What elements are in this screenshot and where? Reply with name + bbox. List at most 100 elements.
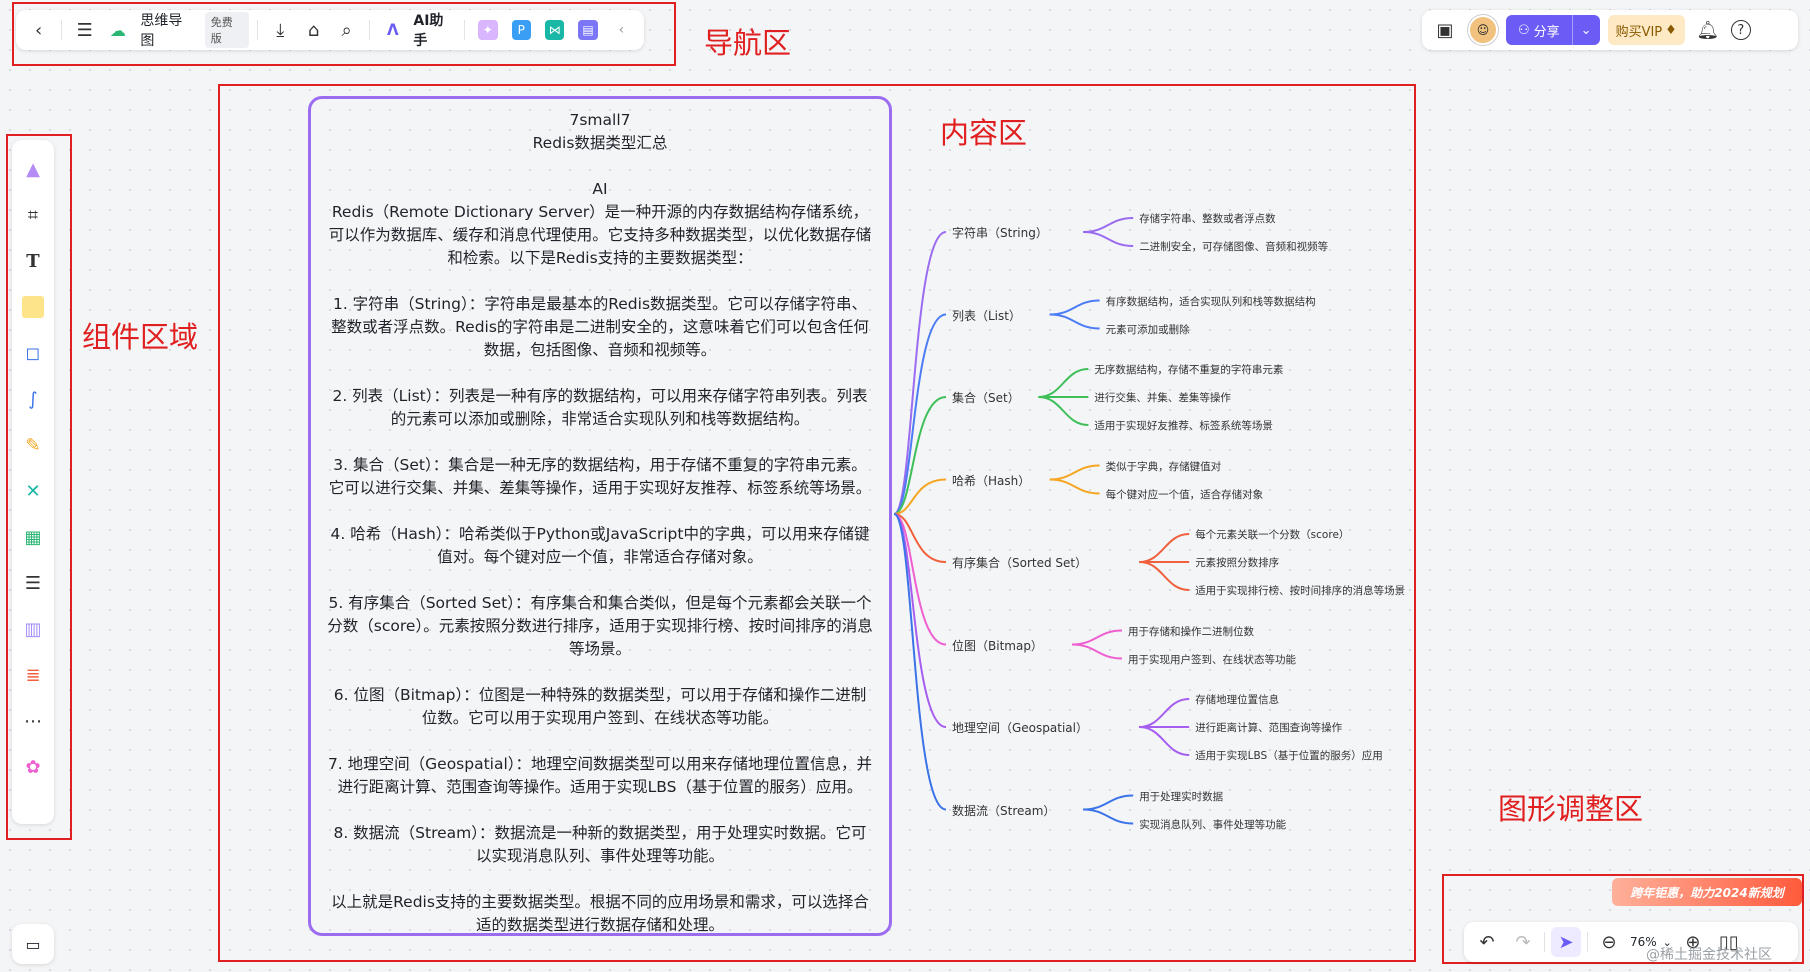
table-icon[interactable]: ▦	[24, 526, 42, 548]
book-icon[interactable]: ▯▯	[1718, 931, 1739, 953]
briefcase-icon[interactable]: ▣	[1436, 19, 1454, 41]
buy-vip-button[interactable]: 购买VIP♦	[1607, 15, 1685, 45]
list-icon[interactable]: ≣	[25, 664, 41, 686]
mindmap-leaf[interactable]: 适用于实现LBS（基于位置的服务）应用	[1195, 750, 1383, 762]
sticky-note-icon[interactable]	[16, 290, 50, 324]
bell-icon[interactable]: 🔔︎	[1696, 19, 1720, 41]
mindmap-branch[interactable]: 列表（List）	[952, 308, 1021, 323]
divider	[1544, 932, 1545, 952]
help-icon[interactable]: ?	[1730, 20, 1751, 40]
divider	[1587, 932, 1588, 952]
mindmap-leaf[interactable]: 元素按照分数排序	[1195, 557, 1280, 569]
select-pointer-icon[interactable]: ➤	[1551, 927, 1581, 957]
mindmap-leaf[interactable]: 适用于实现排行榜、按时间排序的消息等场景	[1195, 585, 1406, 597]
mindmap-icon[interactable]: ✕	[25, 480, 41, 502]
share-label: 分享	[1533, 24, 1560, 40]
card-paragraph: AI	[592, 180, 608, 198]
mindmap-leaf[interactable]: 存储地理位置信息	[1195, 694, 1280, 706]
right-toolbar: ▣ ☺ ⚇分享 ⌄ 购买VIP♦ 🔔︎ ?	[1422, 10, 1798, 50]
ai-assistant-icon[interactable]: ᐱ	[386, 21, 399, 39]
mindmap-branch[interactable]: 地理空间（Geospatial）	[952, 721, 1088, 735]
top-toolbar: ‹ ☰ ☁ 思维导图 免费版 ⤓ ⌂ ⌕ ᐱ AI助手 ✦ P ⋈ ▤ ‹	[16, 10, 644, 50]
mindmap-leaf[interactable]: 用于处理实时数据	[1139, 790, 1224, 803]
mindmap-branch[interactable]: 哈希（Hash）	[952, 473, 1031, 488]
card-paragraph: 以上就是Redis支持的主要数据类型。根据不同的应用场景和需求，可以选择合适的数…	[331, 893, 869, 934]
collapse-icon[interactable]: ‹	[618, 22, 625, 38]
document-title[interactable]: 思维导图	[140, 13, 183, 49]
ppt-icon[interactable]: P	[511, 20, 531, 40]
mindmap-leaf[interactable]: 适用于实现好友推荐、标签系统等场景	[1094, 420, 1273, 432]
pen-icon[interactable]: ✎	[25, 434, 41, 456]
kanban-icon[interactable]: ▥	[24, 618, 42, 640]
card-paragraph: 8. 数据流（Stream）：数据流是一种新的数据类型，用于处理实时数据。它可以…	[333, 824, 867, 865]
mindmap-leaf[interactable]: 二进制安全，可存储图像、音频和视频等	[1139, 241, 1329, 253]
card-paragraph: 7small7	[569, 111, 631, 129]
card-paragraph: 7. 地理空间（Geospatial）：地理空间数据类型可以用来存储地理位置信息…	[327, 755, 873, 796]
nav-area-box	[12, 2, 676, 66]
user-add-icon: ⚇	[1518, 22, 1530, 38]
avatar[interactable]: ☺	[1468, 15, 1498, 45]
zoom-toolbar: ↶ ↷ ➤ ⊖ 76% ⌄ ⊕ ▯▯	[1464, 922, 1798, 962]
undo-icon[interactable]: ↶	[1479, 931, 1495, 953]
mindmap-leaf[interactable]: 元素可添加或删除	[1105, 323, 1190, 336]
mindmap-branch[interactable]: 有序集合（Sorted Set）	[952, 556, 1088, 570]
mindmap-branch[interactable]: 数据流（Stream）	[952, 803, 1056, 818]
whiteboard-icon[interactable]: ▤	[578, 20, 598, 40]
chevron-down-icon[interactable]: ⌄	[1662, 935, 1672, 949]
mindmap-leaf[interactable]: 存储字符串、整数或者浮点数	[1139, 213, 1276, 225]
image-ai-icon[interactable]: ✦	[478, 20, 498, 40]
mindmap-leaf[interactable]: 进行交集、并集、差集等操作	[1094, 392, 1231, 404]
connector-icon[interactable]: ∫	[28, 388, 38, 410]
vip-label: 购买VIP	[1615, 24, 1663, 40]
mindmap-leaf[interactable]: 用于实现用户签到、在线状态等功能	[1128, 653, 1296, 666]
frame-icon[interactable]: ⌗	[27, 204, 39, 226]
apps-icon[interactable]: ✿	[25, 756, 41, 778]
more-icon[interactable]: ⋯	[24, 710, 42, 732]
share-button[interactable]: ⚇分享 ⌄	[1506, 15, 1600, 45]
zoom-in-icon[interactable]: ⊕	[1685, 931, 1701, 953]
branch-connector	[893, 396, 947, 515]
mindmap-leaf[interactable]: 每个元素关联一个分数（score）	[1195, 529, 1350, 541]
zoom-level[interactable]: 76%	[1630, 935, 1657, 949]
content-area-box	[218, 84, 1416, 962]
mindmap-leaf[interactable]: 实现消息队列、事件处理等功能	[1139, 818, 1287, 831]
search-icon[interactable]: ⌕	[341, 19, 352, 41]
mindmap-leaf[interactable]: 有序数据结构，适合实现队列和栈等数据结构	[1105, 295, 1316, 308]
mindmap-leaf[interactable]: 每个键对应一个值，适合存储对象	[1105, 488, 1264, 501]
chevron-down-icon[interactable]: ⌄	[1571, 15, 1600, 45]
ai-assistant-button[interactable]: AI助手	[413, 13, 444, 49]
zoom-out-icon[interactable]: ⊖	[1601, 931, 1617, 953]
branch-connector	[893, 313, 947, 515]
component-panel: ▲ ⌗ T ◻ ∫ ✎ ✕ ▦ ☰ ▥ ≣ ⋯ ✿	[12, 140, 54, 824]
shape-icon[interactable]: ◻	[25, 342, 41, 364]
leaf-connector	[1083, 231, 1134, 247]
card-paragraph: 3. 集合（Set）：集合是一种无序的数据结构，用于存储不重复的字符串元素。它可…	[328, 456, 872, 497]
mindmap-branch[interactable]: 集合（Set）	[952, 391, 1020, 405]
redo-icon[interactable]: ↷	[1515, 931, 1531, 953]
component-area-label: 组件区域	[82, 320, 199, 354]
flow-icon[interactable]: ⋈	[544, 20, 565, 40]
mindmap-leaf[interactable]: 类似于字典，存储键值对	[1105, 460, 1222, 473]
mindmap-branch[interactable]: 字符串（String）	[952, 226, 1048, 240]
text-icon[interactable]: T	[26, 250, 40, 272]
mindmap-leaf[interactable]: 无序数据结构，存储不重复的字符串元素	[1094, 364, 1284, 376]
mindmap-leaf[interactable]: 用于存储和操作二进制位数	[1128, 625, 1254, 638]
menu-icon[interactable]: ☰	[76, 19, 93, 41]
plan-badge: 免费版	[204, 12, 249, 48]
leaf-connector	[1049, 478, 1100, 495]
adjust-area-box	[1442, 874, 1804, 964]
download-icon[interactable]: ⤓	[276, 19, 285, 41]
tag-icon[interactable]: ⌂	[307, 19, 320, 41]
divider	[61, 20, 63, 40]
mindmap-leaf[interactable]: 进行距离计算、范围查询等操作	[1195, 722, 1343, 734]
mindmap-branch[interactable]: 位图（Bitmap）	[952, 638, 1043, 653]
text-block-icon[interactable]: ☰	[24, 572, 42, 594]
minimap-button[interactable]: ▭	[12, 924, 54, 964]
template-icon[interactable]: ▲	[26, 158, 40, 180]
back-icon[interactable]: ‹	[34, 19, 43, 41]
card-paragraph: 2. 列表（List）：列表是一种有序的数据结构，可以用来存储字符串列表。列表的…	[332, 387, 868, 428]
leaf-connector	[1139, 561, 1190, 591]
promo-banner[interactable]: 跨年钜惠，助力2024新规划	[1612, 878, 1802, 906]
